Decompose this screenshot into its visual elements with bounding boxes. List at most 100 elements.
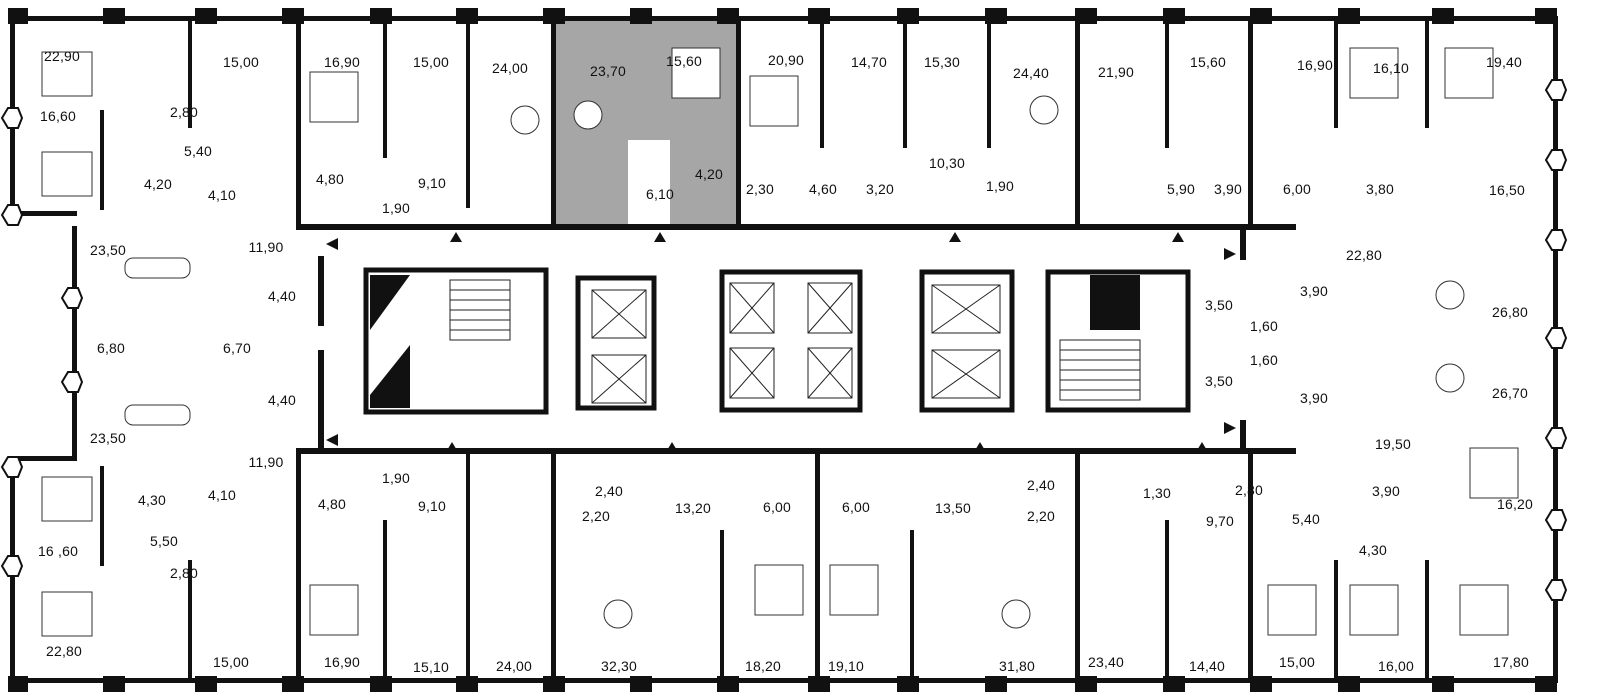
area-label-u47: 3,50	[1204, 297, 1234, 313]
area-label-u57: 4,10	[207, 487, 237, 503]
area-label-u50: 1,60	[1249, 352, 1279, 368]
area-label-u01: 22,90	[43, 48, 81, 64]
area-label-u24: 10,30	[928, 155, 966, 171]
area-label-u66: 15,10	[412, 659, 450, 675]
area-label-u61: 15,00	[212, 654, 250, 670]
area-label-u32: 6,00	[1282, 181, 1312, 197]
side-columns	[0, 79, 1568, 601]
area-label-u07: 4,10	[207, 187, 237, 203]
area-label-u44: 11,90	[248, 454, 284, 470]
area-label-u74: 6,00	[841, 499, 871, 515]
area-label-u85: 5,40	[1291, 511, 1321, 527]
area-label-u38: 23,50	[89, 242, 127, 258]
area-label-u26: 1,90	[985, 178, 1015, 194]
area-label-u17: 4,20	[694, 166, 724, 182]
area-label-u54: 19,50	[1374, 436, 1412, 452]
area-label-u86: 15,00	[1278, 654, 1316, 670]
area-label-u62: 4,80	[317, 496, 347, 512]
area-label-u88: 4,30	[1358, 542, 1388, 558]
area-label-u13: 24,00	[491, 60, 529, 76]
area-label-u75: 19,10	[827, 658, 865, 674]
area-label-u70: 13,20	[674, 500, 712, 516]
apartment-partitions-bottom	[100, 454, 1429, 680]
area-label-u43: 23,50	[89, 430, 127, 446]
area-label-u36: 16,50	[1488, 182, 1526, 198]
area-label-u89: 16,00	[1377, 658, 1415, 674]
entrance-arrows	[326, 232, 1236, 452]
area-label-u39: 4,40	[267, 288, 297, 304]
area-label-u03: 2,80	[169, 104, 199, 120]
area-label-u45: 22,80	[1345, 247, 1383, 263]
area-label-u77: 2,40	[1026, 477, 1056, 493]
area-label-u41: 6,70	[222, 340, 252, 356]
area-label-u18: 20,90	[767, 52, 805, 68]
area-label-u59: 2,80	[169, 565, 199, 581]
area-label-u46: 3,90	[1299, 283, 1329, 299]
area-label-u78: 2,20	[1026, 508, 1056, 524]
area-label-u40: 6,80	[96, 340, 126, 356]
area-label-u73: 18,20	[744, 658, 782, 674]
area-label-u21: 2,30	[745, 181, 775, 197]
area-label-u31: 16,90	[1296, 57, 1334, 73]
area-label-u27: 21,90	[1097, 64, 1135, 80]
area-label-u34: 3,80	[1365, 181, 1395, 197]
area-label-u08: 16,90	[323, 54, 361, 70]
building-core	[363, 267, 1191, 415]
area-label-u72: 6,00	[762, 499, 792, 515]
area-label-u82: 9,70	[1205, 513, 1235, 529]
area-label-u16: 6,10	[645, 186, 675, 202]
area-label-u76: 13,50	[934, 500, 972, 516]
area-label-u42: 4,40	[267, 392, 297, 408]
area-label-u71: 32,30	[600, 658, 638, 674]
area-label-u33: 16,10	[1372, 60, 1410, 76]
area-label-u04: 16,60	[39, 108, 77, 124]
area-label-u60: 22,80	[45, 643, 83, 659]
area-label-u12: 9,10	[417, 175, 447, 191]
area-label-u68: 2,40	[594, 483, 624, 499]
area-label-u37: 11,90	[248, 239, 284, 255]
area-label-u29: 5,90	[1166, 181, 1196, 197]
area-label-u10: 4,80	[315, 171, 345, 187]
area-label-u14: 23,70	[589, 63, 627, 79]
area-label-u64: 9,10	[417, 498, 447, 514]
area-label-u51: 3,50	[1204, 373, 1234, 389]
area-label-u23: 3,20	[865, 181, 895, 197]
area-label-u65: 16,90	[323, 654, 361, 670]
facade-columns	[8, 8, 1557, 692]
area-label-u25: 24,40	[1012, 65, 1050, 81]
area-label-u53: 26,70	[1491, 385, 1529, 401]
area-label-u52: 3,90	[1299, 390, 1329, 406]
area-label-u19: 14,70	[850, 54, 888, 70]
area-label-u30: 3,90	[1213, 181, 1243, 197]
area-label-u49: 26,80	[1491, 304, 1529, 320]
area-label-u56: 4,30	[137, 492, 167, 508]
area-label-u58: 5,50	[149, 533, 179, 549]
area-label-u05: 5,40	[183, 143, 213, 159]
corridor-walls	[296, 224, 1296, 454]
area-label-u48: 1,60	[1249, 318, 1279, 334]
area-label-u55: 16 ,60	[37, 543, 79, 559]
apartment-partitions-top	[100, 18, 1429, 226]
area-label-u83: 14,40	[1188, 658, 1226, 674]
area-label-u79: 31,80	[998, 658, 1036, 674]
area-label-u22: 4,60	[808, 181, 838, 197]
area-label-u67: 24,00	[495, 658, 533, 674]
area-label-u81: 23,40	[1087, 654, 1125, 670]
area-label-u90: 16,20	[1496, 496, 1534, 512]
area-label-u80: 1,30	[1142, 485, 1172, 501]
area-label-u09: 15,00	[412, 54, 450, 70]
area-label-u15: 15,60	[665, 53, 703, 69]
area-label-u02: 15,00	[222, 54, 260, 70]
area-label-u06: 4,20	[143, 176, 173, 192]
furniture	[41, 47, 1519, 637]
area-label-u63: 1,90	[381, 470, 411, 486]
area-label-u84: 2,80	[1234, 482, 1264, 498]
area-label-u28: 15,60	[1189, 54, 1227, 70]
area-label-u91: 17,80	[1492, 654, 1530, 670]
area-label-u87: 3,90	[1371, 483, 1401, 499]
area-label-u20: 15,30	[923, 54, 961, 70]
area-label-u11: 1,90	[381, 200, 411, 216]
area-label-u35: 19,40	[1485, 54, 1523, 70]
area-label-u69: 2,20	[581, 508, 611, 524]
